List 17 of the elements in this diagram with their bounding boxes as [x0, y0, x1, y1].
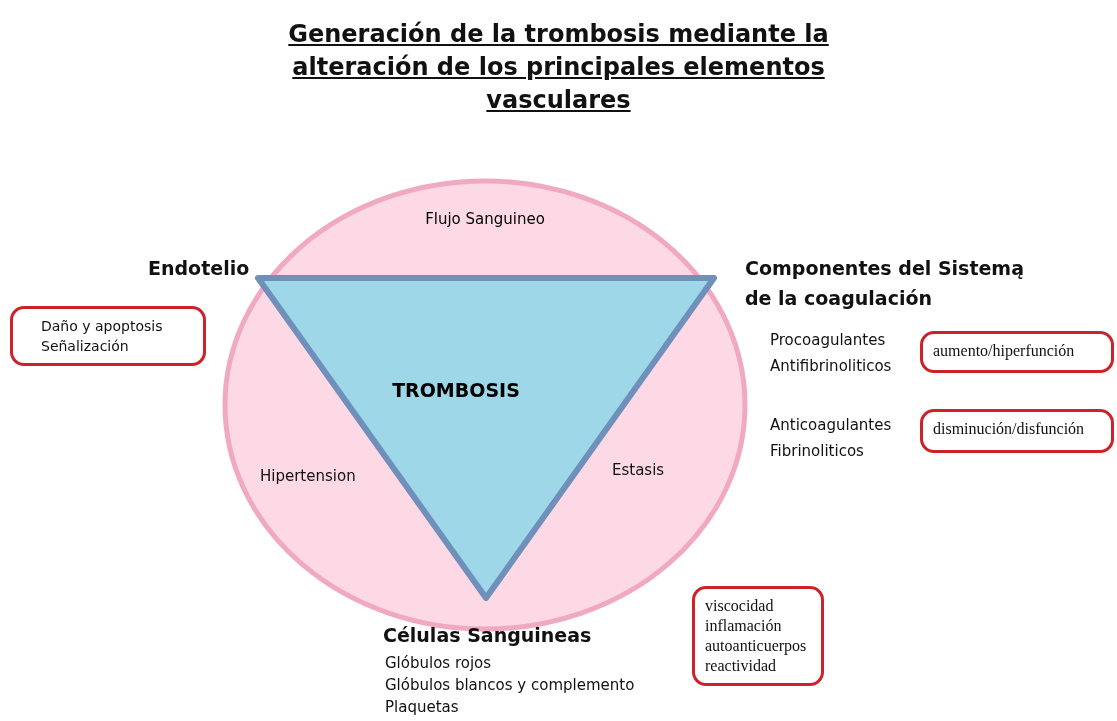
note-box: disminución/disfunción: [920, 409, 1114, 453]
note-box: Daño y apoptosis Señalización: [10, 306, 206, 366]
text-label: Hipertension: [260, 466, 357, 487]
text-label: Plaquetas: [385, 697, 460, 717]
note-box: aumento/hiperfunción: [920, 331, 1114, 373]
node-label: TROMBOSIS: [391, 379, 521, 401]
text-label: Anticoagulantes Fibrinoliticos: [770, 415, 893, 462]
heading-label: Células Sanguineas: [383, 623, 593, 648]
text-label: Procoagulantes Antifibrinoliticos: [770, 330, 893, 377]
text-label: Glóbulos rojos: [385, 653, 493, 673]
node-label: Flujo Sanguineo: [424, 210, 546, 228]
text-label: Estasis: [612, 460, 666, 481]
heading-label: Componentes del Sistemą de la coagulación: [745, 256, 1025, 311]
text-label: Glóbulos blancos y complemento: [385, 675, 636, 695]
heading-label: Endotelio: [148, 256, 251, 281]
diagram-title: Generación de la trombosis mediante la alteración de los principales elementos vasculares: [287, 19, 830, 116]
note-box: viscocidad inflamación autoanticuerpos reactividad: [692, 586, 824, 686]
